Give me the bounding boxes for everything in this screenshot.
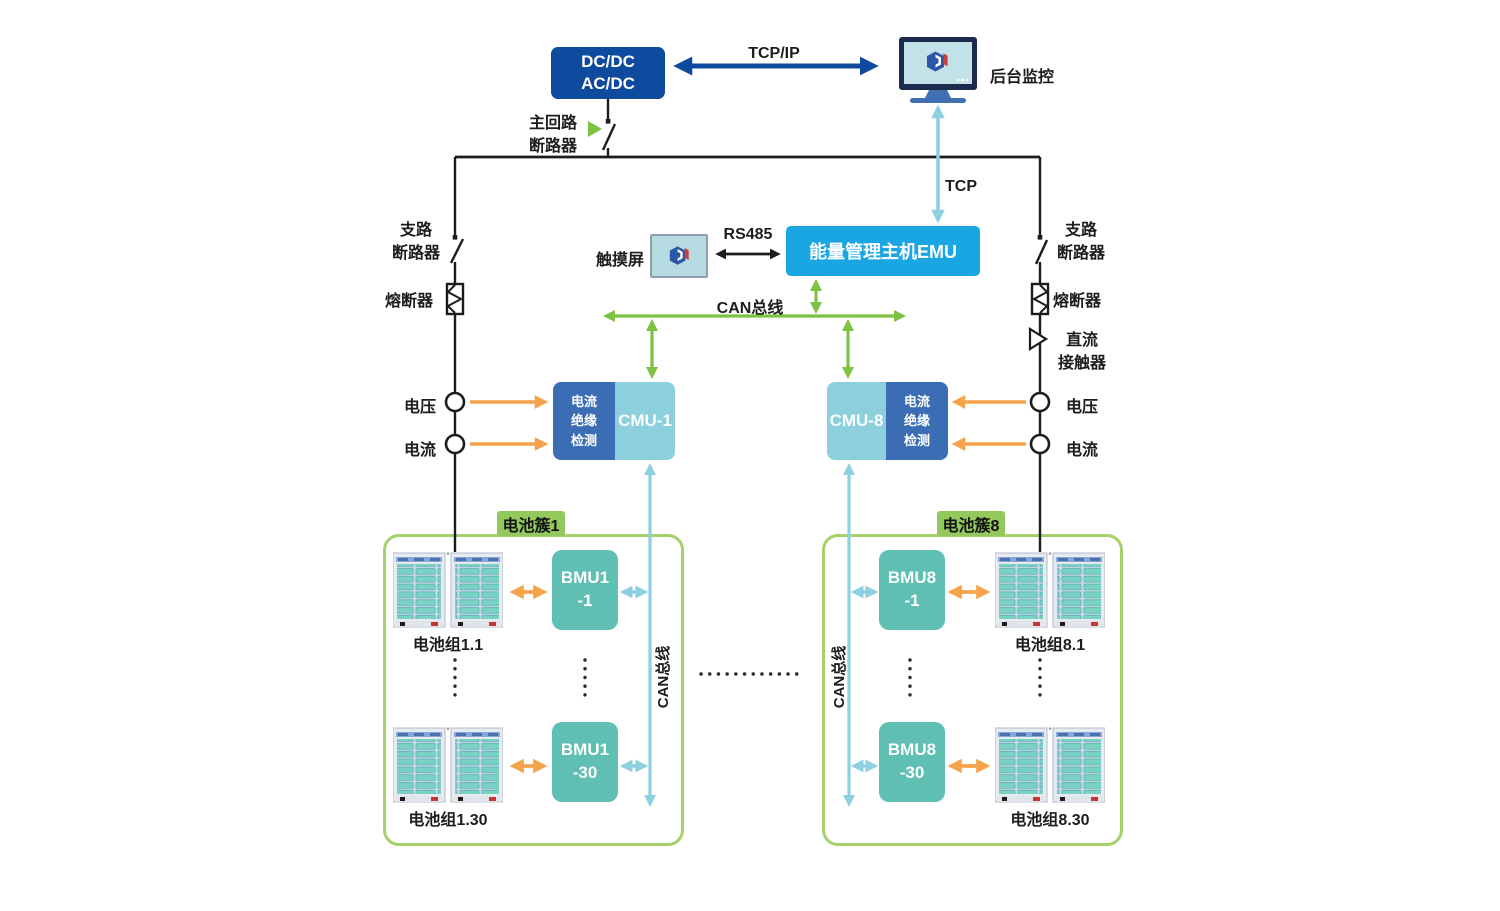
emu-label: 能量管理主机EMU (809, 242, 957, 262)
can-bus-label: CAN总线 (716, 300, 784, 317)
left-voltage-label: 电压 (403, 399, 436, 416)
detect-line: 电流 (903, 393, 930, 409)
breaker-pointer-icon (588, 121, 602, 137)
left-breaker-blade (449, 238, 465, 264)
right-branch-breaker-label: 支路 断路器 (1047, 219, 1115, 265)
pack-1-1-label: 电池组1.1 (412, 637, 484, 654)
touch-screen-label: 触摸屏 (596, 252, 645, 269)
breaker-line1: 支路 (399, 222, 432, 239)
main-breaker-label: 主回路 断路器 (520, 112, 586, 158)
cluster-8-tag: 电池簇8 (937, 511, 1005, 536)
bmu-8-30-box: BMU8 -30 (879, 722, 945, 802)
cmu-8-label: CMU-8 (829, 411, 884, 430)
bmu-line: BMU1 (560, 568, 610, 588)
main-breaker-line2: 断路器 (528, 138, 577, 155)
bmu-1-1-box: BMU1 -1 (552, 550, 618, 630)
cmu-8-box: CMU-8 电流 绝缘 检测 (827, 382, 948, 460)
touch-screen-icon (650, 234, 708, 278)
dc-contactor-symbol (1028, 327, 1049, 351)
contactor-line1: 直流 (1065, 332, 1098, 349)
monitor-icon (899, 37, 977, 103)
pack-1-30-label: 电池组1.30 (408, 812, 488, 829)
rs485-label: RS485 (723, 226, 773, 243)
right-fuse-label: 熔断器 (1052, 293, 1101, 310)
right-voltage-tap-circle (1029, 391, 1051, 413)
cluster-8-title: 电池簇8 (942, 517, 1000, 535)
monitor-label: 后台监控 (990, 69, 1055, 86)
bmu-line: -30 (899, 763, 925, 782)
bmu-1-30-box: BMU1 -30 (552, 722, 618, 802)
detect-line: 绝缘 (903, 413, 930, 429)
battery-cluster-8-box (822, 534, 1123, 846)
bmu-line: BMU1 (560, 740, 610, 760)
brand-logo-icon (927, 51, 948, 72)
contactor-line2: 接触器 (1057, 355, 1106, 372)
cmu-1-detect-panel: 电流 绝缘 检测 (553, 382, 615, 460)
tcp-label: TCP (945, 178, 977, 195)
left-fuse-label: 熔断器 (384, 293, 433, 310)
right-current-label: 电流 (1065, 442, 1098, 459)
main-breaker-blade (601, 123, 617, 151)
left-current-tap-circle (444, 433, 466, 455)
detect-line: 检测 (903, 432, 930, 448)
brand-logo-icon (668, 244, 690, 268)
cluster-1-title: 电池簇1 (502, 517, 560, 535)
left-branch-breaker-label: 支路 断路器 (382, 219, 450, 265)
battery-cluster-1-box (383, 534, 684, 846)
breaker-line2: 断路器 (391, 245, 440, 262)
cluster-1-tag: 电池簇1 (497, 511, 565, 536)
cmu-8-name-panel: CMU-8 (827, 382, 886, 460)
detect-line: 电流 (570, 393, 597, 409)
cluster1-can-label: CAN总线 (654, 645, 672, 709)
cmu-1-label: CMU-1 (618, 411, 672, 430)
bmu-line: -1 (577, 591, 593, 610)
detect-line: 检测 (570, 432, 597, 448)
emu-box: 能量管理主机EMU (786, 226, 980, 276)
left-voltage-tap-circle (444, 391, 466, 413)
bmu-line: -1 (904, 591, 920, 610)
pack-8-1-label: 电池组8.1 (1014, 637, 1086, 654)
breaker-line1: 支路 (1064, 222, 1097, 239)
left-breaker-contact-dot (452, 235, 458, 240)
pcs-converter-box: DC/DC AC/DC (551, 47, 665, 99)
bmu-8-1-box: BMU8 -1 (879, 550, 945, 630)
cmu-1-box: 电流 绝缘 检测 CMU-1 (553, 382, 675, 460)
detect-line: 绝缘 (570, 413, 597, 429)
power-wiring (449, 99, 1049, 552)
cluster8-can-label: CAN总线 (830, 645, 848, 709)
pcs-line2: AC/DC (581, 74, 635, 93)
right-current-tap-circle (1029, 433, 1051, 455)
bmu-line: BMU8 (887, 568, 937, 588)
left-fuse-symbol (445, 282, 465, 316)
main-breaker-contact-dot (605, 119, 611, 124)
right-voltage-label: 电压 (1065, 399, 1098, 416)
dc-contactor-label: 直流 接触器 (1048, 329, 1116, 375)
cmu-1-name-panel: CMU-1 (615, 382, 675, 460)
cmu-8-detect-panel: 电流 绝缘 检测 (886, 382, 948, 460)
main-breaker-line1: 主回路 (528, 115, 577, 132)
right-breaker-blade (1034, 239, 1049, 265)
breaker-line2: 断路器 (1056, 245, 1105, 262)
tcpip-label: TCP/IP (748, 45, 800, 62)
pcs-line1: DC/DC (581, 51, 635, 71)
pack-8-30-label: 电池组8.30 (1010, 812, 1090, 829)
bmu-line: -30 (572, 763, 598, 782)
right-breaker-contact-dot (1037, 235, 1043, 240)
left-current-label: 电流 (403, 442, 436, 459)
bmu-line: BMU8 (887, 740, 937, 760)
